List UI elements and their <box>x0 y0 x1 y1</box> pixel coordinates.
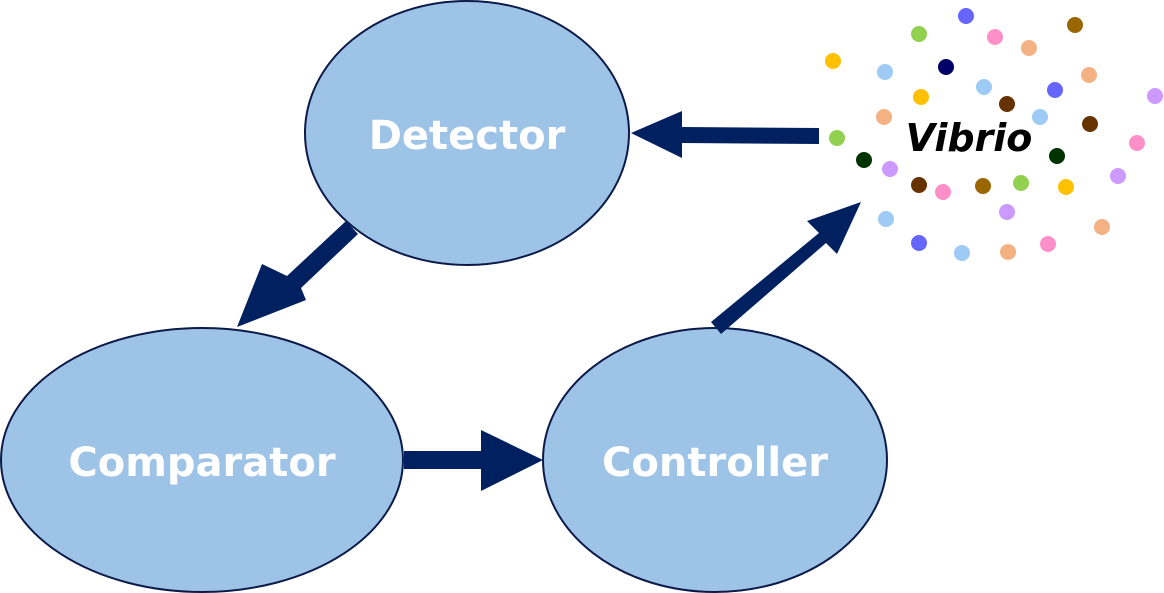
arrow-detector-to-comparator <box>237 221 358 327</box>
bacterium-dot <box>1082 116 1098 132</box>
bacteria-label: Vibrio <box>906 116 1033 160</box>
bacterium-dot <box>1040 236 1056 252</box>
bacterium-dot <box>975 178 991 194</box>
bacterium-dot <box>1129 135 1145 151</box>
bacterium-dot <box>1032 109 1048 125</box>
bacterium-dot <box>938 59 954 75</box>
bacterium-dot <box>1047 82 1063 98</box>
arrow-bacteria-to-detector <box>631 111 819 158</box>
bacterium-dot <box>987 29 1003 45</box>
bacterium-dot <box>935 184 951 200</box>
bacterium-dot <box>976 79 992 95</box>
bacterium-dot <box>958 8 974 24</box>
bacterium-dot <box>876 109 892 125</box>
bacterium-dot <box>856 152 872 168</box>
detector-node <box>304 0 630 266</box>
arrow-comparator-to-controller <box>404 430 543 491</box>
bacterium-dot <box>1013 175 1029 191</box>
bacterium-dot <box>1058 179 1074 195</box>
bacterium-dot <box>1000 244 1016 260</box>
bacteria-cloud <box>825 8 1163 261</box>
bacterium-dot <box>911 26 927 42</box>
arrow-controller-to-bacteria <box>711 202 861 334</box>
bacterium-dot <box>1110 168 1126 184</box>
bacterium-dot <box>1094 219 1110 235</box>
bacterium-dot <box>877 64 893 80</box>
bacterium-dot <box>1021 40 1037 56</box>
bacterium-dot <box>911 177 927 193</box>
bacterium-dot <box>999 204 1015 220</box>
bacterium-dot <box>954 245 970 261</box>
bacterium-dot <box>878 211 894 227</box>
bacterium-dot <box>1147 88 1163 104</box>
detector-label: Detector <box>369 113 566 159</box>
bacterium-dot <box>913 89 929 105</box>
bacterium-dot <box>829 130 845 146</box>
comparator-node <box>0 327 404 593</box>
bacterium-dot <box>999 96 1015 112</box>
bacterium-dot <box>882 161 898 177</box>
bacterium-dot <box>1049 148 1065 164</box>
controller-label: Controller <box>602 440 828 486</box>
bacterium-dot <box>1067 17 1083 33</box>
bacterium-dot <box>825 53 841 69</box>
bacterium-dot <box>911 235 927 251</box>
bacterium-dot <box>1081 67 1097 83</box>
comparator-label: Comparator <box>68 440 335 486</box>
